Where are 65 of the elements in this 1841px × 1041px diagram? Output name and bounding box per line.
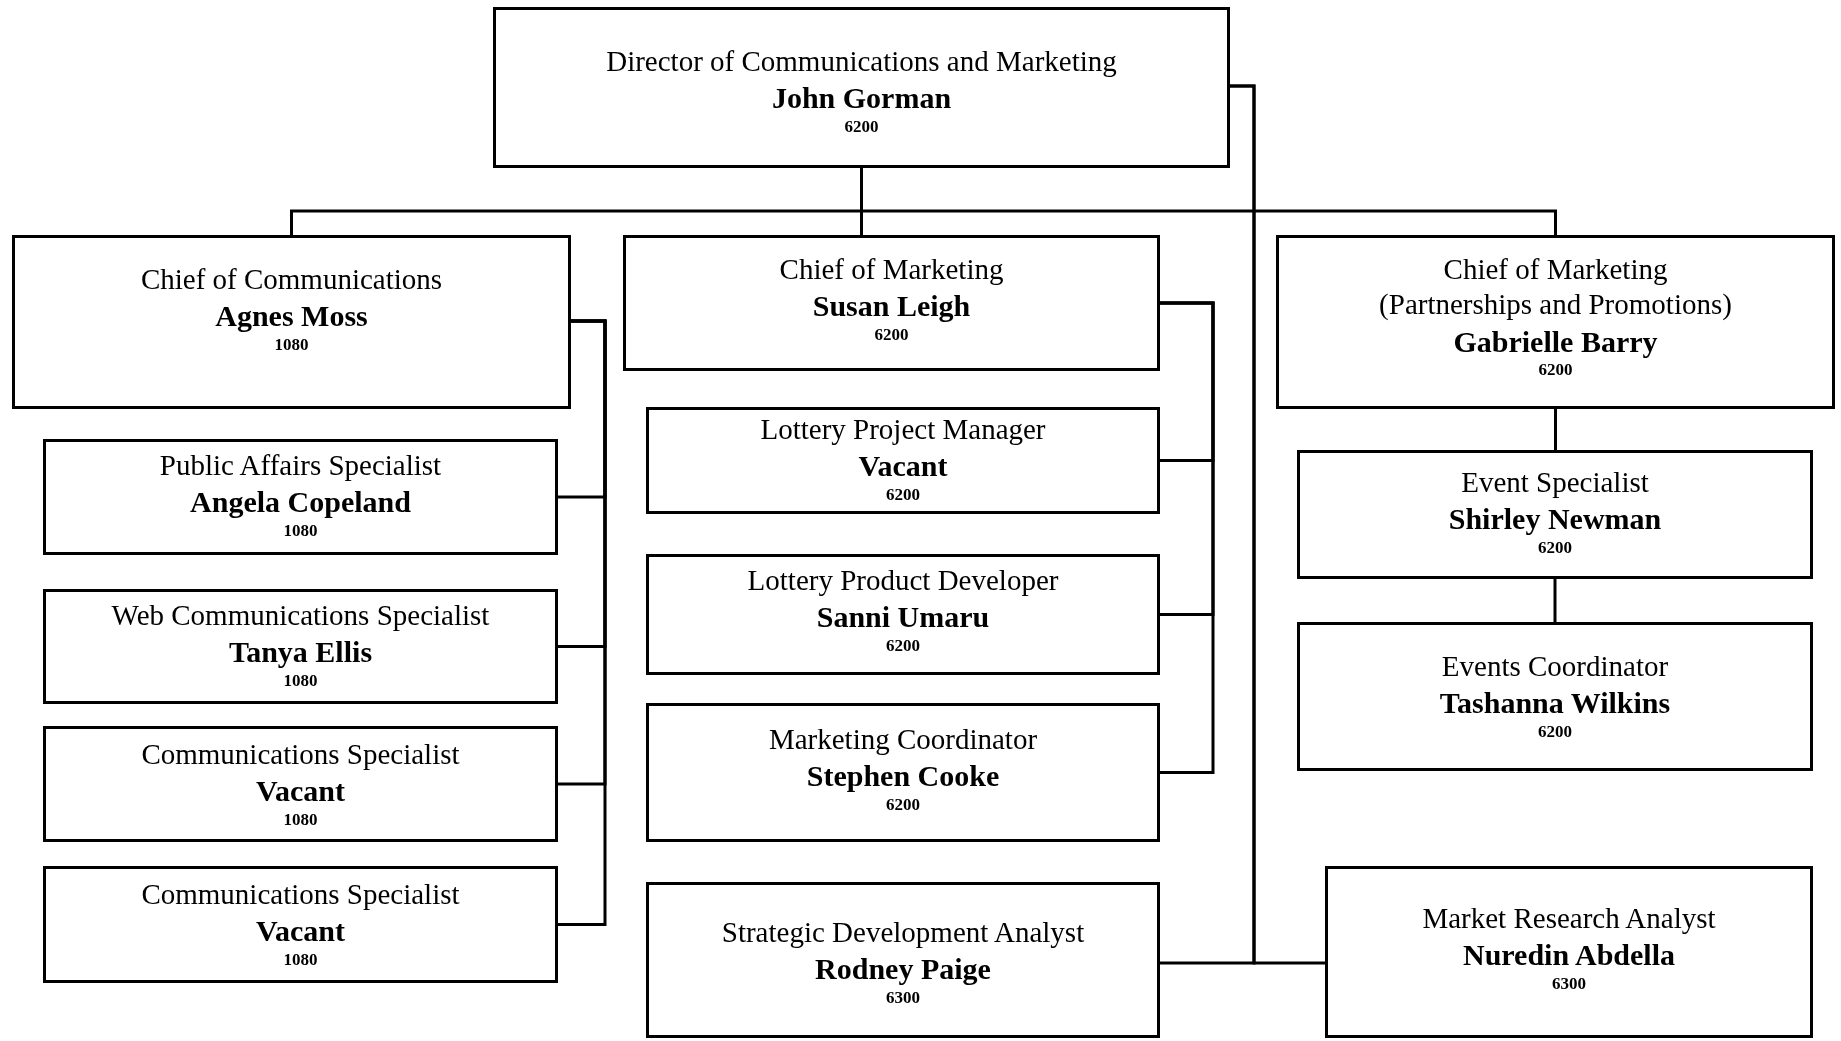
employee-name: Shirley Newman bbox=[1448, 501, 1662, 538]
employee-name: Tanya Ellis bbox=[228, 634, 373, 671]
job-title: Communications Specialist bbox=[141, 877, 460, 912]
office-code: 6200 bbox=[1538, 360, 1573, 381]
position-box bbox=[1276, 235, 1835, 409]
office-code: 6200 bbox=[844, 116, 879, 138]
employee-name: Stephen Cooke bbox=[806, 758, 1000, 795]
employee-name: Rodney Paige bbox=[815, 951, 991, 988]
position-box bbox=[43, 589, 558, 704]
job-title: Strategic Development Analyst bbox=[721, 915, 1085, 950]
job-title: Marketing Coordinator bbox=[768, 722, 1038, 757]
job-title: Public Affairs Specialist bbox=[159, 448, 442, 483]
connector-line bbox=[1160, 301, 1215, 774]
office-code: 6200 bbox=[886, 484, 920, 506]
job-title: Event Specialist bbox=[1461, 465, 1649, 500]
job-title: Communications Specialist bbox=[141, 737, 460, 772]
employee-name: Agnes Moss bbox=[215, 298, 368, 335]
office-code: 6200 bbox=[1538, 537, 1572, 559]
job-title: Lottery Product Developer bbox=[747, 563, 1059, 598]
office-code: 6300 bbox=[886, 987, 920, 1009]
position-box bbox=[646, 554, 1160, 675]
employee-name: Sanni Umaru bbox=[816, 599, 990, 636]
job-title: Chief of Marketing (Partnerships and Promotions) bbox=[1378, 252, 1733, 323]
position-box bbox=[43, 866, 558, 983]
employee-name: Gabrielle Barry bbox=[1453, 323, 1658, 360]
employee-name: Vacant bbox=[256, 773, 345, 810]
office-code: 6200 bbox=[886, 635, 920, 657]
position-box bbox=[623, 235, 1160, 371]
position-box bbox=[1297, 450, 1813, 579]
job-title: Web Communications Specialist bbox=[111, 598, 490, 633]
job-title: Events Coordinator bbox=[1441, 649, 1669, 684]
position-box bbox=[1325, 866, 1813, 1038]
office-code: 1080 bbox=[283, 809, 318, 831]
office-code: 1080 bbox=[283, 520, 318, 542]
position-box bbox=[646, 407, 1160, 514]
office-code: 1080 bbox=[283, 670, 318, 692]
employee-name: Tashanna Wilkins bbox=[1439, 685, 1671, 722]
position-box bbox=[12, 235, 571, 409]
employee-name: Vacant bbox=[858, 448, 948, 485]
position-box bbox=[43, 439, 558, 555]
position-box bbox=[43, 726, 558, 842]
job-title: Chief of Marketing bbox=[779, 252, 1004, 287]
employee-name: Susan Leigh bbox=[812, 288, 971, 325]
office-code: 1080 bbox=[274, 334, 309, 356]
office-code: 6200 bbox=[1538, 721, 1572, 743]
employee-name: Vacant bbox=[256, 913, 345, 950]
office-code: 6200 bbox=[886, 794, 920, 816]
office-code: 6300 bbox=[1552, 973, 1586, 995]
connector-line bbox=[558, 319, 607, 926]
connector-line bbox=[1230, 84, 1325, 965]
employee-name: John Gorman bbox=[771, 80, 952, 117]
position-box bbox=[1297, 622, 1813, 771]
job-title: Lottery Project Manager bbox=[760, 412, 1046, 447]
connector-line bbox=[1554, 409, 1557, 450]
office-code: 1080 bbox=[283, 949, 318, 971]
job-title: Chief of Communications bbox=[140, 262, 443, 297]
office-code: 6200 bbox=[874, 324, 909, 346]
connector-line bbox=[1553, 579, 1557, 622]
position-box bbox=[646, 703, 1160, 842]
position-box bbox=[493, 7, 1230, 168]
position-box bbox=[646, 882, 1160, 1038]
job-title: Market Research Analyst bbox=[1422, 901, 1716, 936]
employee-name: Angela Copeland bbox=[190, 484, 411, 521]
employee-name: Nuredin Abdella bbox=[1463, 937, 1675, 974]
job-title: Director of Communications and Marketing bbox=[606, 44, 1117, 79]
